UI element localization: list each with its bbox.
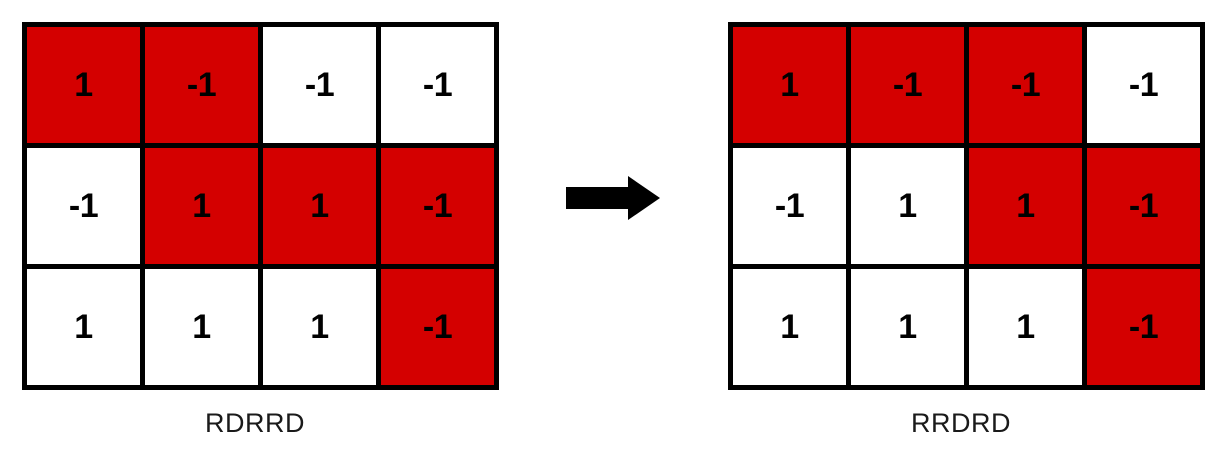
- grid-cell: 1: [851, 269, 964, 385]
- grid-cell: 1: [145, 148, 258, 264]
- grid-cell: -1: [263, 27, 376, 143]
- grid-cell: 1: [733, 27, 846, 143]
- grid-cell: -1: [969, 27, 1082, 143]
- grid-cell: 1: [263, 148, 376, 264]
- grid-cell: 1: [27, 269, 140, 385]
- grid-cell: -1: [1087, 27, 1200, 143]
- right-arrow-icon: [566, 176, 660, 220]
- grid-cell: 1: [145, 269, 258, 385]
- grid-cell: -1: [381, 27, 494, 143]
- grid-cell: -1: [1087, 269, 1200, 385]
- grid-cell: 1: [263, 269, 376, 385]
- grid-cell: -1: [733, 148, 846, 264]
- grid-cell: -1: [381, 148, 494, 264]
- grid-caption-after: RRDRD: [911, 408, 1011, 438]
- grid-cell: 1: [733, 269, 846, 385]
- grid-cell: -1: [1087, 148, 1200, 264]
- grid-cell: -1: [381, 269, 494, 385]
- grid-cell: -1: [27, 148, 140, 264]
- grid-cell: 1: [969, 148, 1082, 264]
- transformation-arrow: [566, 176, 660, 220]
- grid-cell: 1: [969, 269, 1082, 385]
- grid-cell: 1: [851, 148, 964, 264]
- grid-caption-before: RDRRD: [205, 408, 305, 438]
- grid-cell: 1: [27, 27, 140, 143]
- grid-cell: -1: [145, 27, 258, 143]
- grid-cell: -1: [851, 27, 964, 143]
